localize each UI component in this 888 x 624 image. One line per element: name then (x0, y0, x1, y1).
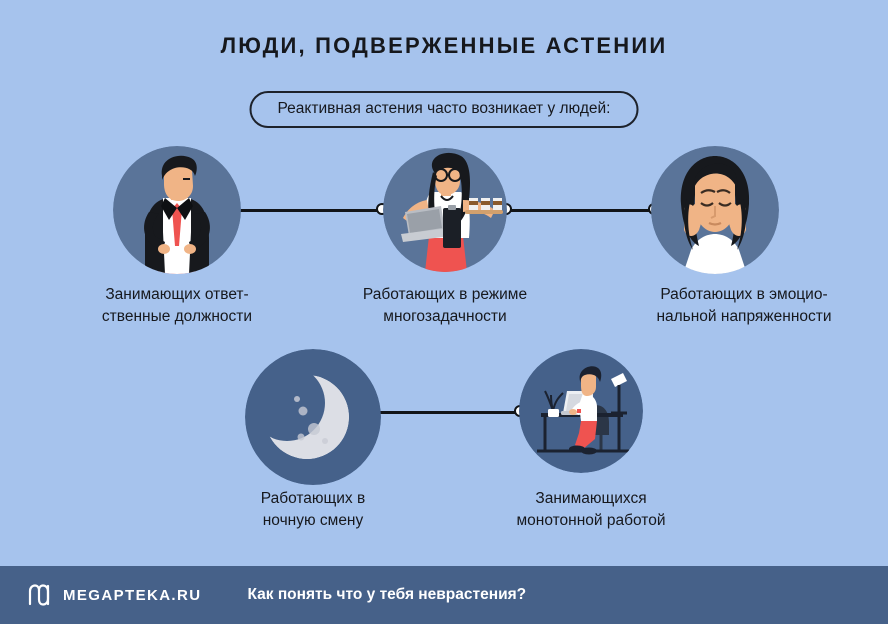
connector-4-5 (366, 405, 526, 419)
node-caption: Занимающихся монотонной работой (516, 490, 666, 529)
footer-bar: MEGAPTEKA.RU Как понять что у тебя невра… (0, 566, 888, 624)
footer-tagline[interactable]: Как понять что у тебя неврастения? (247, 586, 527, 603)
node-caption: Занимающих ответ- ственные должности (101, 286, 253, 325)
node-caption: Работающих в режиме многозадачности (362, 286, 528, 325)
businessman-icon (113, 146, 241, 274)
page-title: ЛЮДИ, ПОДВЕРЖЕННЫЕ АСТЕНИИ (220, 33, 668, 58)
subtitle-pill: Реактивная астения часто возникает у люд… (249, 91, 639, 128)
stressed-woman-icon (651, 146, 779, 274)
node-caption: Работающих в эмоцио- нальной напряженнос… (656, 286, 832, 325)
connector-1-2 (228, 203, 388, 217)
megapteka-logo-text[interactable]: MEGAPTEKA.RU (63, 586, 202, 604)
connector-line (373, 411, 519, 414)
connector-2-3 (500, 203, 660, 217)
desk-worker-icon (519, 349, 643, 473)
megapteka-logo-icon[interactable] (26, 582, 52, 608)
node-caption: Работающих в ночную смену (260, 490, 366, 529)
connector-line (235, 209, 381, 212)
connector-line (507, 209, 653, 212)
multitasking-woman-icon (383, 148, 507, 272)
crescent-moon-icon (245, 349, 381, 485)
